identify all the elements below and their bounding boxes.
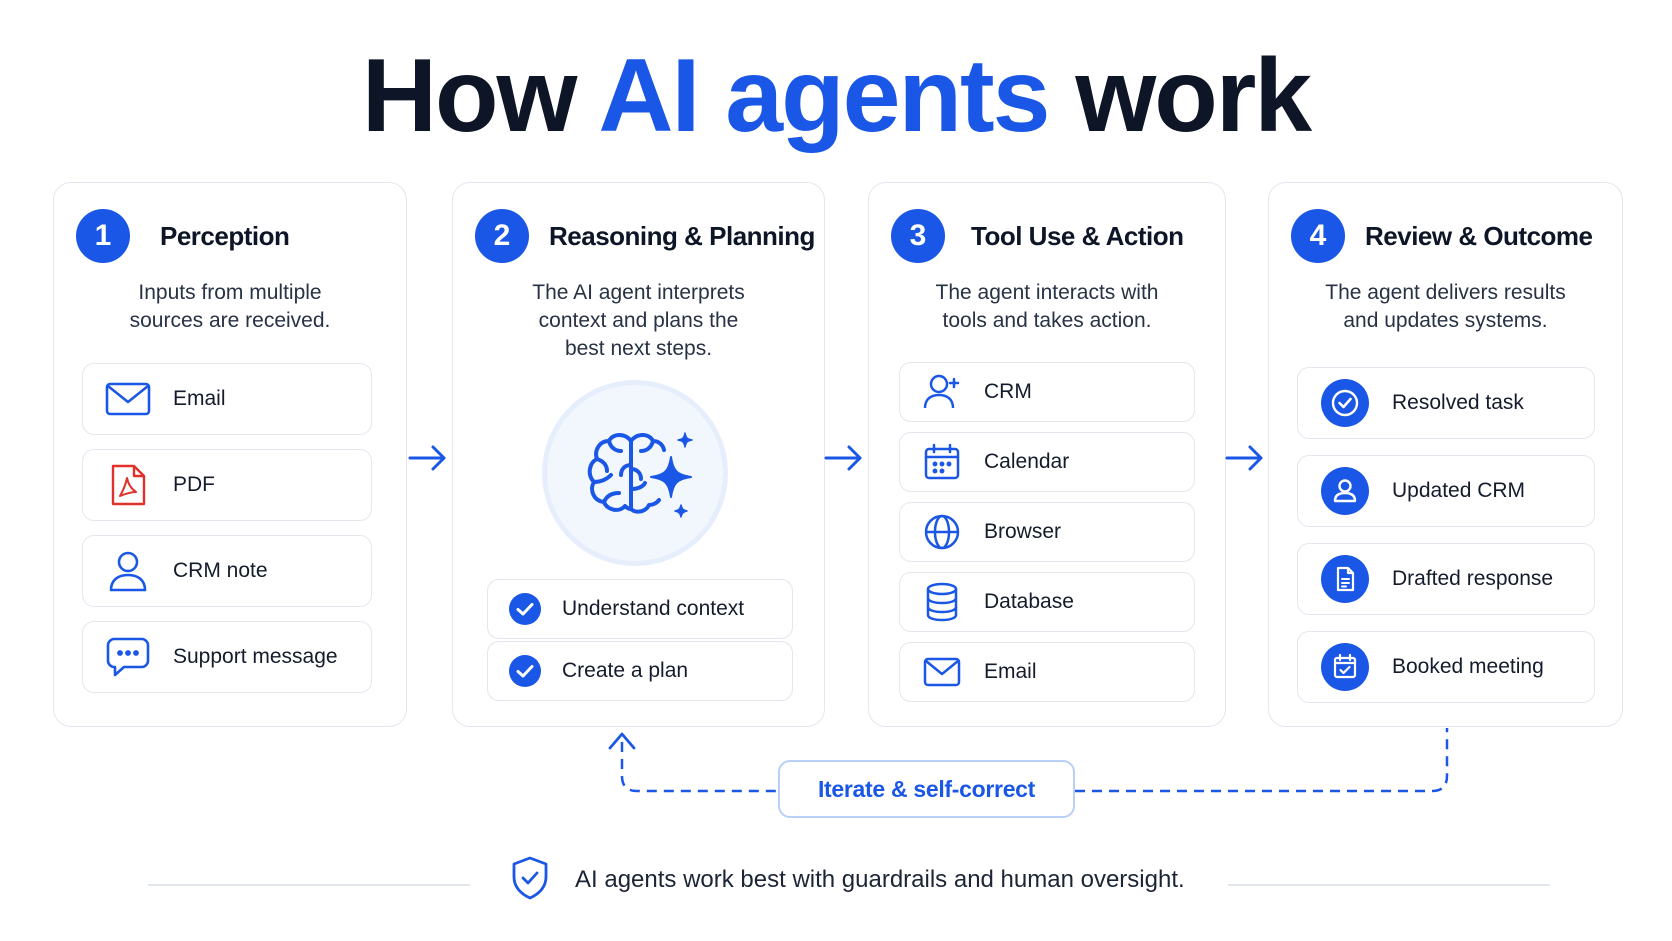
item-label: CRM note <box>173 559 268 582</box>
outcome-item-drafted-response: Drafted response <box>1297 543 1595 615</box>
arrow-right-icon <box>824 445 862 471</box>
check-circle-icon <box>1298 379 1392 427</box>
footer-divider-right <box>1228 884 1550 886</box>
arrow-right-icon <box>1225 445 1263 471</box>
title-part-1: How <box>361 38 599 154</box>
outcome-item-updated-crm: Updated CRM <box>1297 455 1595 527</box>
item-label: Browser <box>984 520 1062 543</box>
item-label: Booked meeting <box>1392 655 1544 678</box>
page-title: How AI agents work <box>0 41 1672 151</box>
plan-item-understand-context: Understand context <box>487 579 793 639</box>
item-label: Support message <box>173 645 338 668</box>
item-label: Email <box>984 660 1037 683</box>
step-number-badge: 3 <box>891 209 945 263</box>
user-icon <box>83 550 173 592</box>
calendar-icon <box>900 443 984 481</box>
iterate-self-correct-label: Iterate & self-correct <box>778 760 1075 818</box>
tool-item-crm: CRM <box>899 362 1195 422</box>
step-title: Tool Use & Action <box>971 220 1184 251</box>
step-header: 1 Perception <box>76 209 290 263</box>
item-label: Updated CRM <box>1392 479 1526 502</box>
user-icon <box>1298 467 1392 515</box>
tool-item-email: Email <box>899 642 1195 702</box>
pdf-icon <box>83 463 173 507</box>
chat-bubble-icon <box>83 636 173 678</box>
globe-icon <box>900 513 984 551</box>
step-description: The AI agent interprets context and plan… <box>532 281 745 360</box>
step-card-perception: 1 Perception Inputs from multiple source… <box>53 182 407 727</box>
footer-note: AI agents work best with guardrails and … <box>575 866 1185 893</box>
input-item-email: Email <box>82 363 372 435</box>
step-title: Perception <box>160 220 290 251</box>
item-label: PDF <box>173 473 215 496</box>
check-circle-icon <box>488 592 562 626</box>
calendar-check-icon <box>1298 643 1392 691</box>
input-item-support-message: Support message <box>82 621 372 693</box>
plan-item-create-plan: Create a plan <box>487 641 793 701</box>
document-icon <box>1298 555 1392 603</box>
step-header: 2 Reasoning & Planning <box>475 209 815 263</box>
item-label: Understand context <box>562 597 745 620</box>
step-description: The agent delivers results and updates s… <box>1325 281 1566 332</box>
tool-item-browser: Browser <box>899 502 1195 562</box>
item-label: Create a plan <box>562 659 689 682</box>
step-title: Reasoning & Planning <box>549 220 815 251</box>
shield-check-icon <box>512 856 548 900</box>
item-label: Resolved task <box>1392 391 1524 414</box>
mail-icon <box>83 381 173 417</box>
step-header: 4 Review & Outcome <box>1291 209 1593 263</box>
step-number-badge: 2 <box>475 209 529 263</box>
footer-divider-left <box>148 884 470 886</box>
step-number-badge: 4 <box>1291 209 1345 263</box>
step-header: 3 Tool Use & Action <box>891 209 1184 263</box>
item-label: Email <box>173 387 226 410</box>
outcome-item-booked-meeting: Booked meeting <box>1297 631 1595 703</box>
step-card-tool-use: 3 Tool Use & Action The agent interacts … <box>868 182 1226 727</box>
step-description: The agent interacts with tools and takes… <box>935 281 1159 332</box>
item-label: Calendar <box>984 450 1070 473</box>
user-sparkle-icon <box>900 373 984 411</box>
mail-icon <box>900 657 984 687</box>
step-title: Review & Outcome <box>1365 220 1593 251</box>
input-item-pdf: PDF <box>82 449 372 521</box>
brain-sparkle-icon <box>542 380 728 566</box>
item-label: CRM <box>984 380 1032 403</box>
outcome-item-resolved-task: Resolved task <box>1297 367 1595 439</box>
title-part-2: work <box>1048 38 1312 154</box>
step-card-review: 4 Review & Outcome The agent delivers re… <box>1268 182 1623 727</box>
database-icon <box>900 582 984 622</box>
step-number-badge: 1 <box>76 209 130 263</box>
item-label: Database <box>984 590 1074 613</box>
arrow-right-icon <box>408 445 446 471</box>
tool-item-database: Database <box>899 572 1195 632</box>
step-card-reasoning: 2 Reasoning & Planning The AI agent inte… <box>452 182 825 727</box>
input-item-crm-note: CRM note <box>82 535 372 607</box>
step-description: Inputs from multiple sources are receive… <box>129 281 331 332</box>
tool-item-calendar: Calendar <box>899 432 1195 492</box>
title-accent: AI agents <box>598 38 1050 154</box>
item-label: Drafted response <box>1392 567 1554 590</box>
check-circle-icon <box>488 654 562 688</box>
